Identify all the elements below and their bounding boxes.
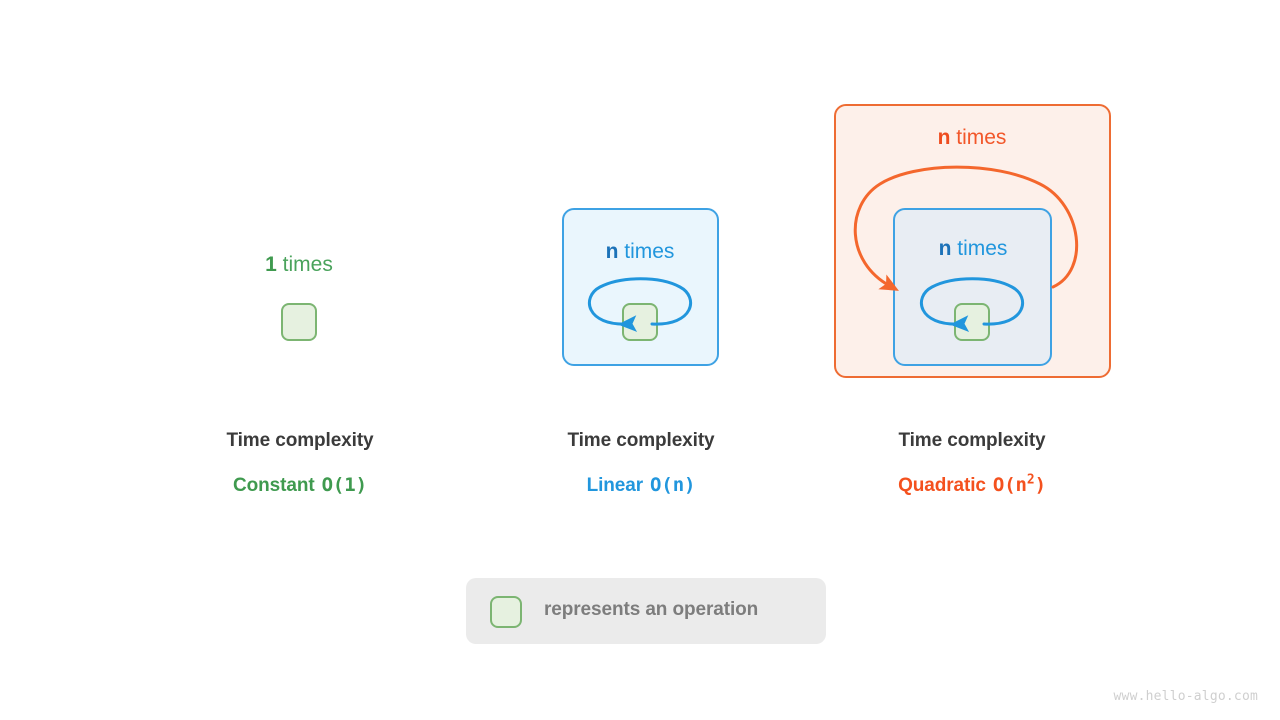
caption-constant: Time complexity Constant O(1) <box>189 430 411 497</box>
complexity-bigo: O(1) <box>321 474 367 496</box>
constant-times-word: times <box>282 253 333 276</box>
quadratic-outer-times-word: times <box>956 126 1007 149</box>
complexity-name: Linear <box>586 475 644 496</box>
caption-value: Constant O(1) <box>189 474 411 497</box>
caption-title: Time complexity <box>898 430 1046 451</box>
quadratic-inner-loop-container <box>893 208 1052 366</box>
complexity-bigo: O(n2) <box>993 474 1046 496</box>
operation-box <box>954 303 990 341</box>
operation-box <box>281 303 317 341</box>
linear-times-count: n <box>605 240 619 263</box>
complexity-bigo-close: ) <box>1034 474 1046 496</box>
linear-times-label: n times <box>550 241 730 262</box>
complexity-bigo-base: O(n <box>992 474 1027 496</box>
complexity-bigo: O(n) <box>650 474 696 496</box>
legend: represents an operation <box>466 578 826 644</box>
quadratic-inner-times-word: times <box>957 237 1008 260</box>
complexity-bigo-exponent: 2 <box>1026 472 1035 488</box>
constant-times-count: 1 <box>265 253 277 276</box>
caption-title: Time complexity <box>567 430 715 451</box>
operation-box <box>622 303 658 341</box>
complexity-name: Constant <box>233 475 315 496</box>
legend-operation-swatch <box>490 596 522 628</box>
quadratic-outer-times-label: n times <box>882 127 1062 148</box>
quadratic-outer-times-count: n <box>937 126 951 149</box>
caption-value: Linear O(n) <box>530 474 752 497</box>
constant-times-label: 1 times <box>209 254 389 275</box>
caption-quadratic: Time complexity Quadratic O(n2) <box>861 430 1083 497</box>
legend-label: represents an operation <box>544 599 759 620</box>
complexity-name: Quadratic <box>898 475 986 496</box>
watermark: www.hello-algo.com <box>1113 689 1258 704</box>
quadratic-inner-times-label: n times <box>883 238 1063 259</box>
quadratic-inner-times-count: n <box>938 237 952 260</box>
caption-linear: Time complexity Linear O(n) <box>530 430 752 497</box>
linear-loop-container <box>562 208 719 366</box>
linear-times-word: times <box>624 240 675 263</box>
caption-value: Quadratic O(n2) <box>861 474 1083 497</box>
caption-title: Time complexity <box>226 430 374 451</box>
